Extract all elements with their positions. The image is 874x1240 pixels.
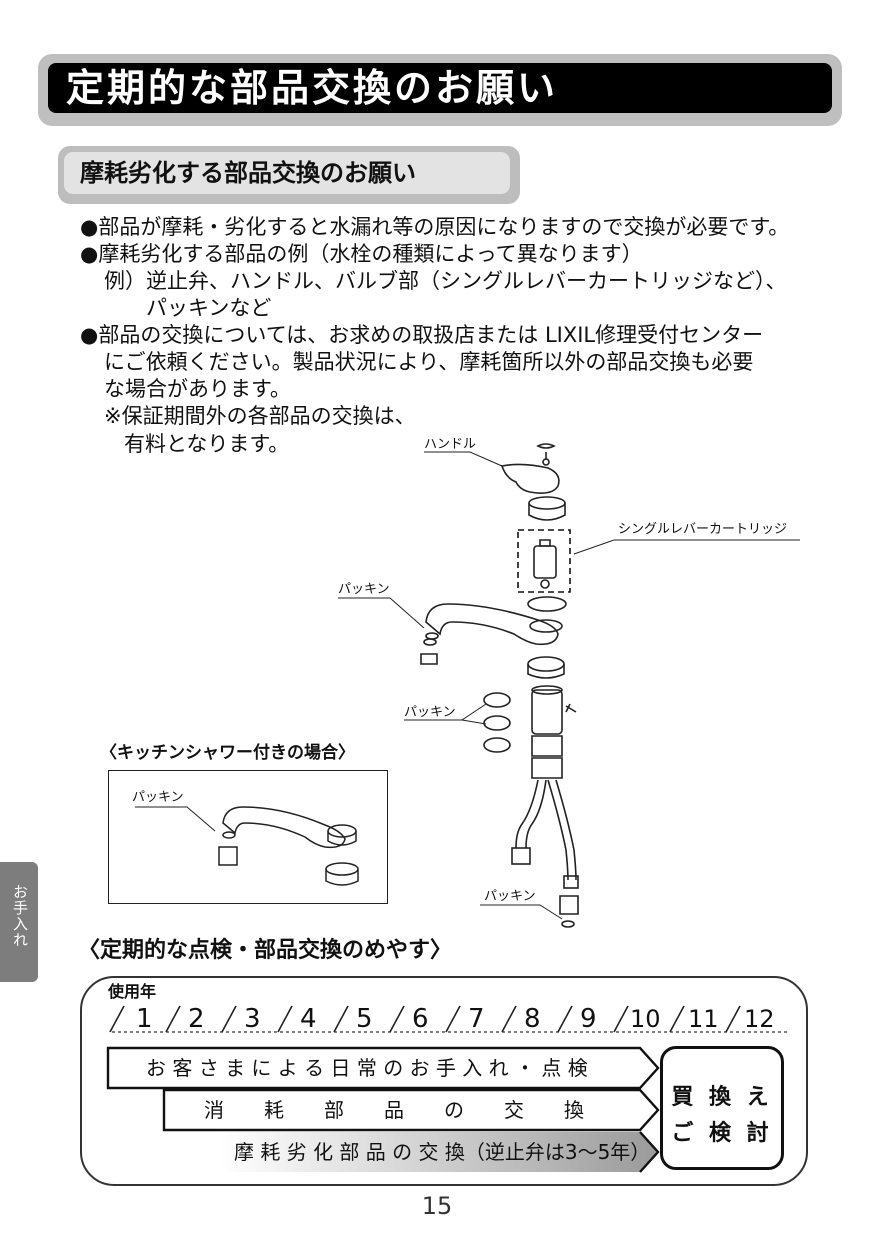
- body-line-9: 有料となります。: [124, 432, 290, 456]
- packing-label-body: パッキン: [404, 705, 456, 720]
- year-5: 5: [356, 1004, 373, 1034]
- replacement-box: 買 換 え ご 検 討: [660, 1046, 784, 1170]
- section-title-banner: 摩耗劣化する部品交換のお願い: [58, 146, 520, 204]
- body-line-7: な場合があります。: [104, 377, 291, 401]
- year-7: 7: [468, 1004, 485, 1034]
- year-8: 8: [524, 1004, 541, 1034]
- handle-label: ハンドル: [424, 437, 477, 452]
- schedule-box: [80, 976, 808, 1186]
- page-title-bar: 定期的な部品交換のお願い: [48, 63, 832, 113]
- packing-label-spout: パッキン: [338, 582, 390, 597]
- body-line-3: 例）逆止弁、ハンドル、バルブ部（シングルレバーカートリッジなど）、: [104, 269, 787, 293]
- replacement-line-2: ご 検 討: [671, 1121, 773, 1146]
- year-10: 10: [630, 1005, 661, 1033]
- year-2: 2: [188, 1004, 205, 1034]
- page-title: 定期的な部品交換のお願い: [66, 66, 559, 110]
- body-line-6: にご依頼ください。製品状況により、摩耗箇所以外の部品交換も必要: [104, 350, 754, 374]
- body-line-2: ●摩耗劣化する部品の例（水栓の種類によって異なります）: [80, 242, 643, 266]
- bar-wear-parts: 摩 耗 劣 化 部 品 の 交 換（逆止弁は3〜5年）: [234, 1140, 651, 1164]
- side-tab-label: お手入れ: [11, 884, 29, 948]
- shower-inset-box: [108, 770, 388, 904]
- cartridge-label: シングルレバーカートリッジ: [618, 522, 788, 537]
- year-12: 12: [744, 1005, 775, 1033]
- shower-packing-label: パッキン: [132, 790, 184, 805]
- shower-inset-title: 〈キッチンシャワー付きの場合〉: [100, 743, 355, 763]
- years-label: 使用年: [108, 982, 157, 1001]
- schedule-title: 〈定期的な点検・部品交換のめやす〉: [78, 938, 453, 963]
- packing-label-supply: パッキン: [484, 889, 536, 904]
- year-6: 6: [412, 1004, 429, 1034]
- body-line-5: ●部品の交換については、お求めの取扱店または LIXIL修理受付センター: [80, 323, 764, 347]
- section-title-box: 摩耗劣化する部品交換のお願い: [64, 152, 510, 194]
- replacement-line-1: 買 換 え: [671, 1085, 773, 1110]
- page-number: 15: [421, 1192, 453, 1220]
- shower-faucet-diagram: [135, 806, 359, 886]
- body-line-4: パッキンなど: [146, 296, 272, 320]
- side-tab: お手入れ: [0, 862, 38, 982]
- year-3: 3: [244, 1004, 261, 1034]
- section-title: 摩耗劣化する部品交換のお願い: [80, 159, 416, 187]
- year-1: 1: [136, 1004, 153, 1034]
- bar-consumables: 消 耗 部 品 の 交 換: [204, 1098, 584, 1122]
- year-11: 11: [688, 1005, 719, 1033]
- bar-daily-care: お 客 さ ま に よ る 日 常 の お 手 入 れ ・ 点 検: [146, 1056, 588, 1080]
- year-9: 9: [580, 1004, 597, 1034]
- body-line-8: ※保証期間外の各部品の交換は、: [104, 404, 416, 428]
- body-line-1: ●部品が摩耗・劣化すると水漏れ等の原因になりますので交換が必要です。: [80, 215, 790, 239]
- page-title-banner: 定期的な部品交換のお願い: [38, 54, 842, 126]
- year-4: 4: [300, 1004, 317, 1034]
